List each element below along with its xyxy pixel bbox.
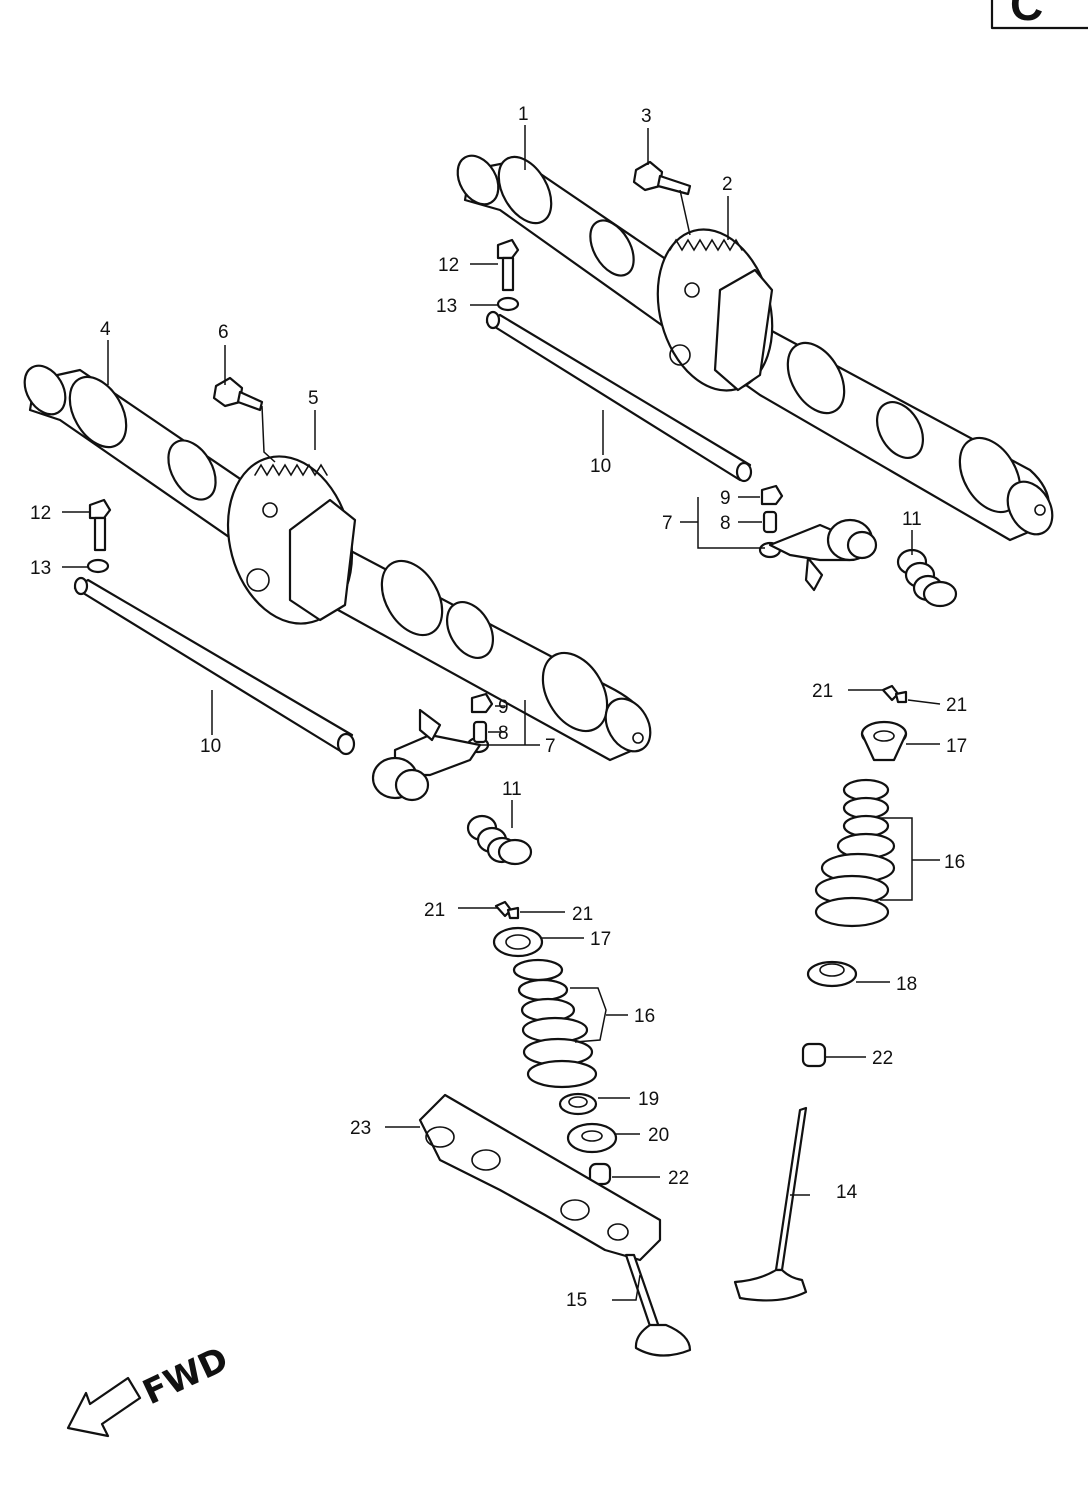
callout-8-upper[interactable]: 8	[720, 513, 731, 534]
callout-1[interactable]: 1	[518, 104, 529, 125]
callout-3[interactable]: 3	[641, 106, 652, 127]
rocker-spring-lower[interactable]	[466, 814, 533, 866]
callout-23[interactable]: 23	[350, 1118, 371, 1139]
callout-21-right-a[interactable]: 21	[812, 681, 833, 702]
callout-21-left-b[interactable]: 21	[572, 904, 593, 925]
washer-lower[interactable]	[86, 558, 110, 574]
callout-21-left-a[interactable]: 21	[424, 900, 445, 921]
callout-12-upper[interactable]: 12	[438, 255, 459, 276]
callout-12-lower[interactable]: 12	[30, 503, 51, 524]
callout-4[interactable]: 4	[100, 319, 111, 340]
intake-valve[interactable]	[733, 1106, 808, 1302]
forward-label: FWD	[137, 1339, 235, 1413]
forward-direction-indicator: FWD	[66, 1339, 235, 1438]
valve-spring-right[interactable]	[814, 778, 896, 928]
valve-stem-seal-right[interactable]	[801, 1042, 827, 1068]
callout-13-upper[interactable]: 13	[436, 296, 457, 317]
bolt-lower[interactable]	[88, 498, 112, 552]
rocker-arm-lower[interactable]	[371, 708, 490, 802]
cam-sprocket-upper[interactable]	[641, 217, 790, 404]
callout-21-right-b[interactable]: 21	[946, 695, 967, 716]
callout-7-upper[interactable]: 7	[662, 513, 673, 534]
rocker-shaft-lower[interactable]	[73, 576, 356, 756]
rocker-spring-upper[interactable]	[896, 548, 958, 608]
valve-spring-seat-right[interactable]	[806, 960, 858, 988]
callout-13-lower[interactable]: 13	[30, 558, 51, 579]
forward-arrow-icon	[66, 1376, 142, 1438]
callout-14[interactable]: 14	[836, 1182, 858, 1203]
callout-22-left[interactable]: 22	[668, 1168, 689, 1189]
callout-17-right[interactable]: 17	[946, 736, 967, 757]
callout-17-left[interactable]: 17	[590, 929, 611, 950]
valve-cotter-left[interactable]	[494, 900, 520, 920]
callout-16-right[interactable]: 16	[944, 852, 965, 873]
callout-7-lower[interactable]: 7	[545, 736, 556, 757]
valve-guide-plate[interactable]	[418, 1093, 662, 1262]
valve-spring-left[interactable]	[512, 958, 598, 1089]
spring-retainer-left[interactable]	[492, 926, 544, 958]
callout-19[interactable]: 19	[638, 1089, 659, 1110]
callout-8-lower[interactable]: 8	[498, 723, 509, 744]
lock-nut-upper[interactable]	[760, 484, 784, 506]
callout-9-upper[interactable]: 9	[720, 488, 731, 509]
sprocket-bolt-upper[interactable]	[632, 160, 692, 196]
adjust-screw-lower[interactable]	[472, 720, 488, 744]
washer-20[interactable]	[566, 1122, 618, 1154]
corner-tab-label: C	[1010, 0, 1043, 30]
callout-6[interactable]: 6	[218, 322, 229, 343]
corner-tab: C	[990, 0, 1088, 30]
rocker-shaft-upper[interactable]	[485, 310, 753, 483]
valve-cotter-right[interactable]	[881, 684, 908, 704]
sprocket-bolt-lower[interactable]	[212, 376, 264, 412]
callouts: 1 2 3 4 5 6 7 7 8 8 9 9 10 10 11 11 12 1…	[30, 104, 967, 1311]
callout-20[interactable]: 20	[648, 1125, 669, 1146]
leader-lines	[62, 125, 941, 1301]
callout-11-lower[interactable]: 11	[502, 779, 522, 800]
callout-2[interactable]: 2	[722, 174, 733, 195]
callout-5[interactable]: 5	[308, 388, 319, 409]
callout-11-upper[interactable]: 11	[902, 509, 922, 530]
spring-retainer-right[interactable]	[860, 720, 908, 762]
callout-10-upper[interactable]: 10	[590, 456, 611, 477]
exhaust-valve[interactable]	[624, 1253, 692, 1357]
callout-18[interactable]: 18	[896, 974, 917, 995]
valve-spring-seat-left[interactable]	[558, 1092, 598, 1116]
callout-22-right[interactable]: 22	[872, 1048, 893, 1069]
callout-10-lower[interactable]: 10	[200, 736, 221, 757]
lock-nut-lower[interactable]	[470, 692, 494, 714]
callout-9-lower[interactable]: 9	[498, 697, 509, 718]
washer-upper[interactable]	[496, 296, 520, 312]
callout-16-left[interactable]: 16	[634, 1006, 655, 1027]
adjust-screw-upper[interactable]	[762, 510, 778, 534]
callout-15[interactable]: 15	[566, 1290, 587, 1311]
cam-sprocket-lower[interactable]	[210, 442, 370, 637]
bolt-upper[interactable]	[496, 238, 520, 292]
rocker-arm-upper[interactable]	[758, 518, 878, 592]
